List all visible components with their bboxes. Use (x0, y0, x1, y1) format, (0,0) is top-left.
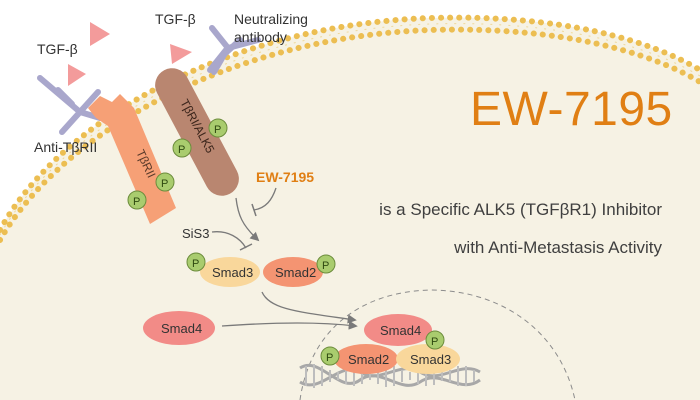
phosphate-label: P (322, 260, 329, 272)
phosphate-group (320, 346, 340, 366)
phosphate-group (186, 252, 206, 272)
tbri-alk5-receptor (155, 68, 239, 196)
tbrii-receptor (88, 94, 176, 224)
phosphate-group (425, 330, 445, 350)
smad4-label: Smad4 (161, 321, 202, 336)
nuclear-smad3-label: Smad3 (410, 352, 451, 367)
tgfb-ligand-2 (170, 44, 192, 64)
phosphate-group (316, 254, 336, 274)
smad3-label: Smad3 (212, 265, 253, 280)
anti-tbrii-label: Anti-TβRII (34, 139, 97, 155)
phosphate-label: P (178, 144, 185, 156)
smad4-protein (143, 311, 215, 345)
smad-to-nucleus-arrow (261, 291, 357, 324)
phosphate-group (172, 138, 192, 158)
tgfb-label-top: TGF-β (155, 11, 196, 27)
phosphate-label: P (192, 258, 199, 270)
smad2-label: Smad2 (275, 265, 316, 280)
phosphate-label: P (431, 336, 438, 348)
smad4-to-nucleus-arrow (221, 320, 358, 330)
compound-title: EW-7195 (470, 83, 673, 136)
phosphate-label: P (161, 178, 168, 190)
alk5-to-smad2-arrow (235, 197, 260, 242)
phosphate-group (127, 190, 147, 210)
neutralizing-antibody-label-1: Neutralizing (234, 11, 308, 27)
ew7195-inhibitor-label: EW-7195 (256, 169, 314, 185)
phosphate-label: P (326, 352, 333, 364)
tgfb-label-left: TGF-β (37, 41, 78, 57)
smad2-protein (263, 257, 323, 287)
sis3-inhibition-line (211, 231, 247, 249)
ew7195-inhibition-line (253, 187, 277, 211)
tgfb-ligand-3 (68, 64, 86, 86)
sis3-inhibition-bar (239, 243, 253, 251)
cell-membrane-inner (0, 26, 700, 243)
phosphate-group (208, 118, 228, 138)
nuclear-smad3-protein (396, 344, 460, 374)
nuclear-smad2-protein (334, 344, 398, 374)
sis3-label: SiS3 (182, 226, 209, 241)
subtitle-line-2: with Anti-Metastasis Activity (454, 238, 662, 257)
nuclear-smad2-label: Smad2 (348, 352, 389, 367)
tgfb-ligand-1 (90, 22, 110, 46)
neutralizing-antibody (207, 25, 261, 75)
phosphate-label: P (133, 196, 140, 208)
phosphate-group (155, 172, 175, 192)
smad3-protein (200, 257, 260, 287)
neutralizing-antibody-label-2: antibody (234, 29, 287, 45)
cell-membrane-outer (0, 14, 700, 233)
ew7195-inhibition-bar (251, 203, 257, 217)
nuclear-smad4-protein (364, 314, 432, 346)
nuclear-smad4-label: Smad4 (380, 323, 421, 338)
phosphate-label: P (214, 124, 221, 136)
subtitle-line-1: is a Specific ALK5 (TGFβR1) Inhibitor (379, 200, 662, 219)
